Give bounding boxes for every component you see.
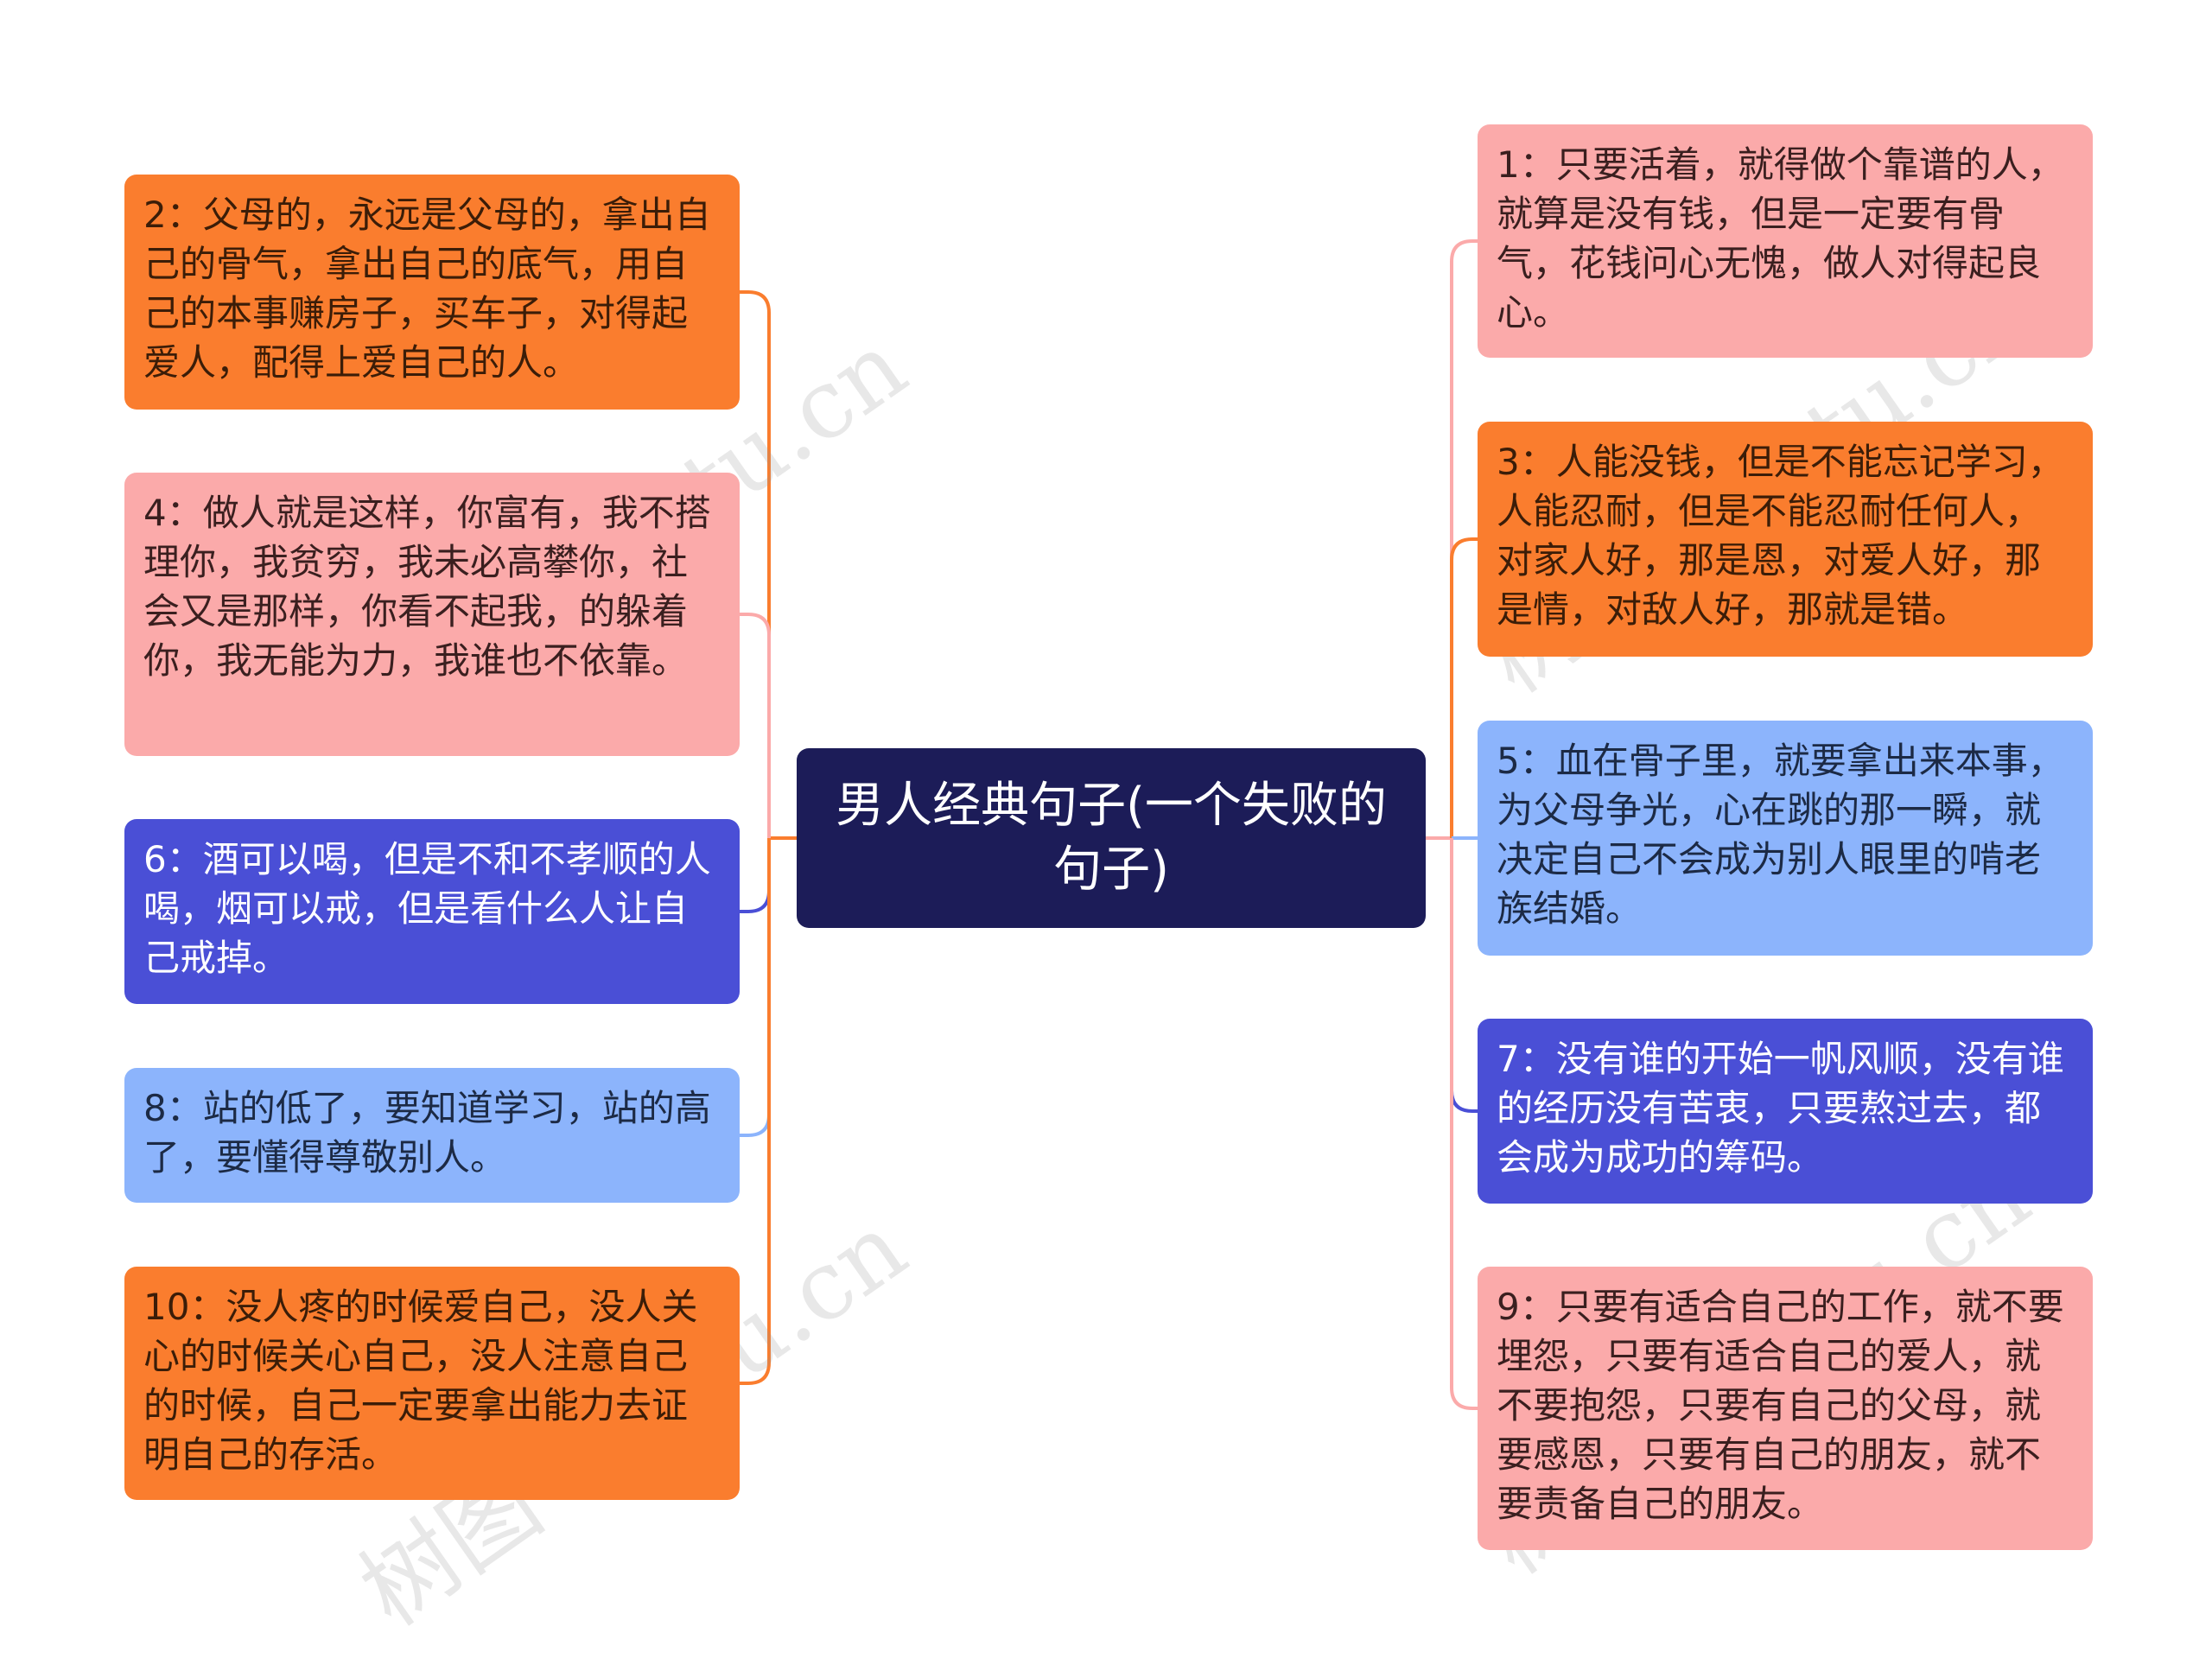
- branch-line: [1450, 838, 1478, 1113]
- branch-line: [740, 838, 771, 1137]
- topic-node-4[interactable]: 4：做人就是这样，你富有，我不搭理你，我贫穷，我未必高攀你，社会又是那样，你看不…: [124, 473, 740, 756]
- topic-node-text: 2：父母的，永远是父母的，拿出自己的骨气，拿出自己的底气，用自己的本事赚房子，买…: [143, 194, 711, 384]
- topic-node-2[interactable]: 2：父母的，永远是父母的，拿出自己的骨气，拿出自己的底气，用自己的本事赚房子，买…: [124, 175, 740, 410]
- topic-node-6[interactable]: 6：酒可以喝，但是不和不孝顺的人喝，烟可以戒，但是看什么人让自己戒掉。: [124, 819, 740, 1004]
- branch-line: [740, 613, 771, 838]
- topic-node-7[interactable]: 7：没有谁的开始一帆风顺，没有谁的经历没有苦衷，只要熬过去，都会成为成功的筹码。: [1478, 1019, 2093, 1204]
- branch-line: [1450, 838, 1478, 1410]
- topic-node-text: 1：只要活着，就得做个靠谱的人，就算是没有钱，但是一定要有骨气，花钱问心无愧，做…: [1497, 143, 2064, 334]
- topic-node-9[interactable]: 9：只要有适合自己的工作，就不要埋怨，只要有适合自己的爱人，就不要抱怨，只要有自…: [1478, 1267, 2093, 1550]
- topic-node-1[interactable]: 1：只要活着，就得做个靠谱的人，就算是没有钱，但是一定要有骨气，花钱问心无愧，做…: [1478, 124, 2093, 358]
- branch-line: [740, 290, 771, 838]
- topic-node-text: 6：酒可以喝，但是不和不孝顺的人喝，烟可以戒，但是看什么人让自己戒掉。: [143, 838, 711, 979]
- root-topic[interactable]: 男人经典句子(一个失败的句子): [797, 748, 1426, 928]
- topic-node-8[interactable]: 8：站的低了，要知道学习，站的高了，要懂得尊敬别人。: [124, 1068, 740, 1203]
- topic-node-5[interactable]: 5：血在骨子里，就要拿出来本事，为父母争光，心在跳的那一瞬，就决定自己不会成为别…: [1478, 721, 2093, 956]
- branch-line: [740, 838, 771, 1385]
- branch-line: [1450, 239, 1478, 838]
- topic-node-text: 5：血在骨子里，就要拿出来本事，为父母争光，心在跳的那一瞬，就决定自己不会成为别…: [1497, 740, 2064, 930]
- topic-node-text: 9：只要有适合自己的工作，就不要埋怨，只要有适合自己的爱人，就不要抱怨，只要有自…: [1497, 1286, 2064, 1525]
- branch-line: [1450, 537, 1478, 838]
- topic-node-text: 4：做人就是这样，你富有，我不搭理你，我贫穷，我未必高攀你，社会又是那样，你看不…: [143, 492, 711, 682]
- topic-node-text: 8：站的低了，要知道学习，站的高了，要懂得尊敬别人。: [143, 1087, 711, 1179]
- topic-node-text: 7：没有谁的开始一帆风顺，没有谁的经历没有苦衷，只要熬过去，都会成为成功的筹码。: [1497, 1038, 2064, 1179]
- topic-node-3[interactable]: 3：人能没钱，但是不能忘记学习，人能忍耐，但是不能忍耐任何人，对家人好，那是恩，…: [1478, 422, 2093, 657]
- topic-node-text: 3：人能没钱，但是不能忘记学习，人能忍耐，但是不能忍耐任何人，对家人好，那是恩，…: [1497, 441, 2064, 631]
- topic-node-text: 10：没人疼的时候爱自己，没人关心的时候关心自己，没人注意自己的时候，自己一定要…: [143, 1286, 698, 1476]
- root-topic-label: 男人经典句子(一个失败的句子): [836, 778, 1387, 898]
- topic-node-10[interactable]: 10：没人疼的时候爱自己，没人关心的时候关心自己，没人注意自己的时候，自己一定要…: [124, 1267, 740, 1500]
- branch-line: [740, 838, 771, 913]
